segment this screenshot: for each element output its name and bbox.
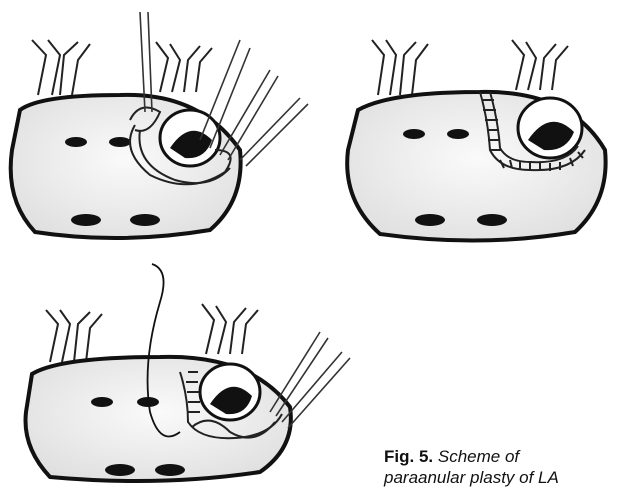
pulmonary-vein-ostium [71,214,101,226]
pulmonary-vein-ostium [91,397,113,407]
pulmonary-vein-ostium [403,129,425,139]
vein-cannula-right [156,42,212,92]
caption-text-1: Scheme of [438,447,519,466]
pulmonary-vein-ostium [65,137,87,147]
pulmonary-vein-ostium [130,214,160,226]
pulmonary-vein-ostium [477,214,507,226]
vein-cannula-left [32,40,90,95]
diagram-panel-running-suture [330,0,620,250]
vein-cannula-right [202,304,258,354]
figure-caption: Fig. 5. Scheme of paraanular plasty of L… [384,446,620,488]
vein-cannula-left [372,40,428,95]
pulmonary-vein-ostium [447,129,469,139]
diagram-panel-suture-tied [20,262,360,487]
pulmonary-vein-ostium [155,464,185,476]
diagram-panel-sutures-placed [0,0,320,250]
vein-cannula-left [46,310,102,362]
pulmonary-vein-ostium [105,464,135,476]
vein-cannula-right [512,40,568,90]
caption-text-2: paraanular plasty of LA [384,467,620,488]
pulmonary-vein-ostium [109,137,131,147]
caption-line-1: Fig. 5. Scheme of [384,446,620,467]
pulmonary-vein-ostium [415,214,445,226]
caption-label: Fig. 5. [384,447,433,466]
